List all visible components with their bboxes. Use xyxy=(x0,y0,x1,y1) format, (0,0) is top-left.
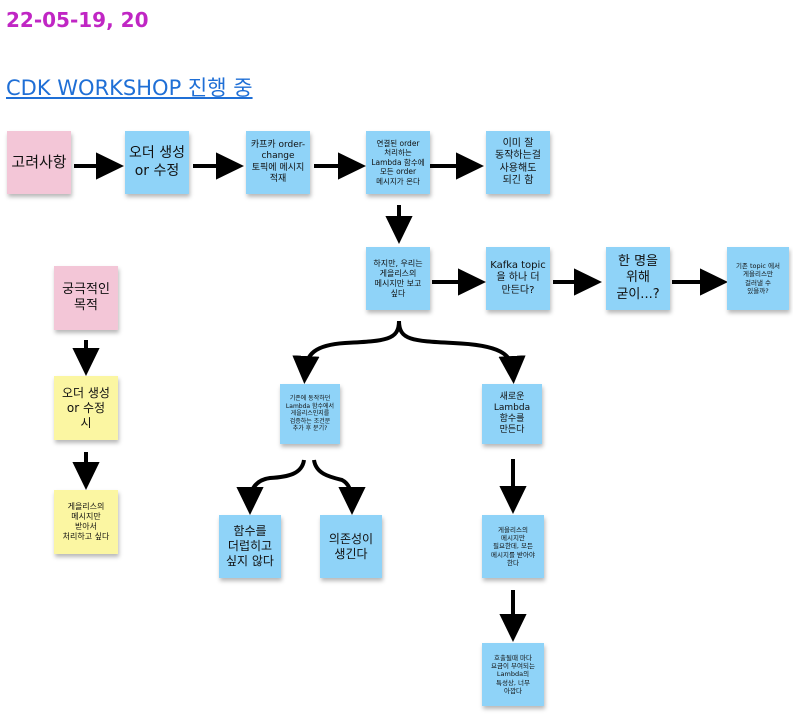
note-dependency[interactable]: 의존성이 생긴다 xyxy=(320,515,382,578)
note-cost[interactable]: 호출될때 마다 요금이 부여되는 Lambda의 특성상, 너무 아깝다 xyxy=(482,643,544,706)
note-order-create-when[interactable]: 오더 생성 or 수정 시 xyxy=(54,376,118,440)
note-kafka-one-more[interactable]: Kafka topic 을 하나 더 만든다? xyxy=(486,247,550,310)
note-lambda-all[interactable]: 연결된 order 처리하는 Lambda 함수에 모든 order 메시지가 … xyxy=(366,131,430,194)
note-why-bother[interactable]: 한 명을 위해 굳이...? xyxy=(606,247,670,310)
note-but-we[interactable]: 하지만, 우리는 게을리스의 메시지만 보고 싶다 xyxy=(366,247,430,310)
note-considerations[interactable]: 고려사항 xyxy=(7,131,71,194)
arrow-split-left xyxy=(236,459,306,515)
note-only-needed[interactable]: 게을리스의 메시지만 필요한데, 모든 메시지를 받아야 한다 xyxy=(482,515,544,578)
note-new-lambda[interactable]: 새로운 Lambda 함수를 만든다 xyxy=(482,384,542,444)
arrow-split-right xyxy=(312,459,366,515)
arrow-branch-right xyxy=(397,320,526,384)
arrow-branch-left xyxy=(292,320,401,384)
note-kafka-topic[interactable]: 카프카 order- change 토픽에 메시지 적재 xyxy=(246,131,310,194)
note-existing-lambda[interactable]: 기존에 동작하던 Lambda 함수에서 게을리스인지를 검증하는 조건문 추가… xyxy=(280,384,340,444)
note-existing-topic[interactable]: 기존 topic 에서 게을리스만 걸러낼 수 있을까? xyxy=(727,247,789,310)
note-process-only[interactable]: 게을리스의 메시지만 받아서 처리하고 싶다 xyxy=(54,490,118,554)
date-heading: 22-05-19, 20 xyxy=(6,8,149,32)
note-already-used[interactable]: 이미 잘 동작하는걸 사용해도 되긴 함 xyxy=(486,131,550,194)
note-order-create[interactable]: 오더 생성 or 수정 xyxy=(125,131,189,194)
workshop-link[interactable]: CDK WORKSHOP 진행 중 xyxy=(6,76,253,100)
note-ultimate-goal[interactable]: 궁극적인 목적 xyxy=(54,266,118,330)
note-dirty-func[interactable]: 함수를 더럽히고 싶지 않다 xyxy=(219,515,281,578)
